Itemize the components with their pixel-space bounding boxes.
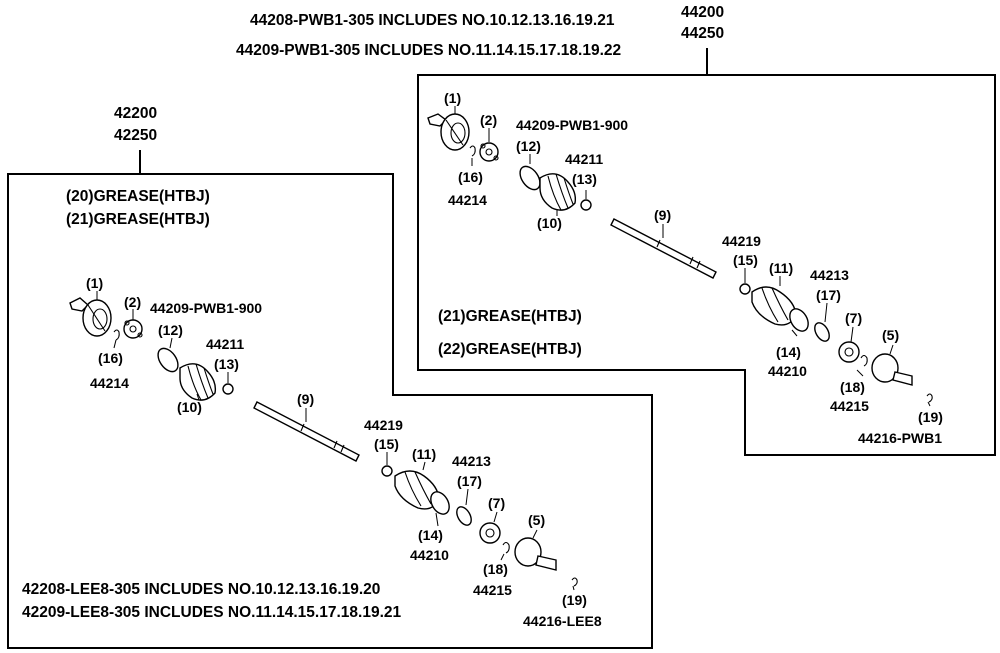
left-ring-17 xyxy=(456,506,472,526)
right-circlip-18 xyxy=(860,354,868,367)
left-label-p19: (19) xyxy=(562,592,587,608)
right-label-44219: 44219 xyxy=(722,233,761,249)
left-boot-band-13 xyxy=(222,383,234,395)
left-label-44211: 44211 xyxy=(206,336,244,352)
right-inboard-boot-10 xyxy=(539,173,577,211)
right-label-44213: 44213 xyxy=(810,267,849,283)
right-label-44215: 44215 xyxy=(830,398,869,414)
right-ring-17 xyxy=(814,322,830,342)
left-label-p1: (1) xyxy=(86,275,103,291)
left-label-44215: 44215 xyxy=(473,582,512,598)
left-assembly-number-1: 42200 xyxy=(114,105,157,122)
left-label-p5: (5) xyxy=(528,512,545,528)
left-footer-includes-line-1: 42208-LEE8-305 INCLUDES NO.10.12.13.16.1… xyxy=(22,581,380,598)
left-drive-shaft-9 xyxy=(253,401,360,462)
left-damper-15 xyxy=(381,465,393,477)
right-inboard-joint xyxy=(427,113,470,151)
right-label-44210: 44210 xyxy=(768,363,807,379)
right-boot-band-12 xyxy=(519,165,541,191)
left-label-p15: (15) xyxy=(374,436,399,452)
left-boot-band-14 xyxy=(430,491,450,515)
right-damper-15 xyxy=(739,283,751,295)
left-outer-joint-5 xyxy=(514,537,557,571)
right-label-44209: 44209-PWB1-900 xyxy=(516,117,628,133)
left-label-p13: (13) xyxy=(214,356,239,372)
right-drive-shaft-9 xyxy=(610,218,717,279)
right-inner-race-7 xyxy=(838,341,860,363)
left-label-p16: (16) xyxy=(98,350,123,366)
left-circlip-16 xyxy=(113,329,120,341)
left-circlip-18 xyxy=(502,541,510,554)
header-includes-line-1: 44208-PWB1-305 INCLUDES NO.10.12.13.16.1… xyxy=(250,12,615,29)
right-clip-19 xyxy=(926,393,933,403)
right-grease-21: (21)GREASE(HTBJ) xyxy=(438,308,582,325)
right-label-p10: (10) xyxy=(537,215,562,231)
left-label-44210: 44210 xyxy=(410,547,449,563)
right-boot-band-14 xyxy=(789,308,809,332)
right-boot-band-13 xyxy=(580,199,592,211)
left-footer-includes-line-2: 42209-LEE8-305 INCLUDES NO.11.14.15.17.1… xyxy=(22,604,401,621)
right-label-p9: (9) xyxy=(654,207,671,223)
right-label-p14: (14) xyxy=(776,344,801,360)
left-assembly-box xyxy=(7,173,653,649)
header-includes-line-2: 44209-PWB1-305 INCLUDES NO.11.14.15.17.1… xyxy=(236,42,621,59)
right-label-p12: (12) xyxy=(516,138,541,154)
left-parts xyxy=(69,291,578,591)
right-label-p18: (18) xyxy=(840,379,865,395)
right-tripod-joint xyxy=(479,142,499,162)
right-parts xyxy=(427,106,933,407)
left-label-44214: 44214 xyxy=(90,375,129,391)
right-label-p1: (1) xyxy=(444,90,461,106)
right-label-p11: (11) xyxy=(769,260,793,276)
left-label-p14: (14) xyxy=(418,527,443,543)
left-boot-band-12 xyxy=(157,347,179,373)
right-label-44216: 44216-PWB1 xyxy=(858,430,942,446)
left-label-p11: (11) xyxy=(412,446,436,462)
left-label-p2: (2) xyxy=(124,294,141,310)
left-grease-20: (20)GREASE(HTBJ) xyxy=(66,188,210,205)
right-label-p5: (5) xyxy=(882,327,899,343)
right-label-p19: (19) xyxy=(918,409,943,425)
left-assembly-number-2: 42250 xyxy=(114,127,157,144)
right-label-p7: (7) xyxy=(845,310,862,326)
left-label-p7: (7) xyxy=(488,495,505,511)
right-label-p13: (13) xyxy=(572,171,597,187)
left-inner-race-7 xyxy=(479,522,501,544)
right-label-44211: 44211 xyxy=(565,151,603,167)
right-assembly-number-2: 44250 xyxy=(681,25,724,42)
right-outer-joint-5 xyxy=(871,353,913,386)
right-assembly-box xyxy=(417,74,996,456)
left-label-p9: (9) xyxy=(297,391,314,407)
left-label-p10: (10) xyxy=(177,399,202,415)
left-grease-21: (21)GREASE(HTBJ) xyxy=(66,211,210,228)
right-label-44214: 44214 xyxy=(448,192,487,208)
left-inboard-joint xyxy=(69,297,112,337)
right-circlip-16 xyxy=(469,145,476,157)
left-label-44213: 44213 xyxy=(452,453,491,469)
left-label-44216: 44216-LEE8 xyxy=(523,613,602,629)
right-label-p2: (2) xyxy=(480,112,497,128)
left-inboard-boot-10 xyxy=(179,363,217,401)
left-label-44209: 44209-PWB1-900 xyxy=(150,300,262,316)
right-grease-22: (22)GREASE(HTBJ) xyxy=(438,341,582,358)
left-tripod-joint xyxy=(123,319,143,339)
right-label-p17: (17) xyxy=(816,287,841,303)
right-assembly-number-1: 44200 xyxy=(681,4,724,21)
left-label-44219: 44219 xyxy=(364,417,403,433)
left-label-p12: (12) xyxy=(158,322,183,338)
right-label-p16: (16) xyxy=(458,169,483,185)
left-label-p18: (18) xyxy=(483,561,508,577)
left-label-p17: (17) xyxy=(457,473,482,489)
right-label-p15: (15) xyxy=(733,252,758,268)
left-clip-19 xyxy=(571,577,578,587)
